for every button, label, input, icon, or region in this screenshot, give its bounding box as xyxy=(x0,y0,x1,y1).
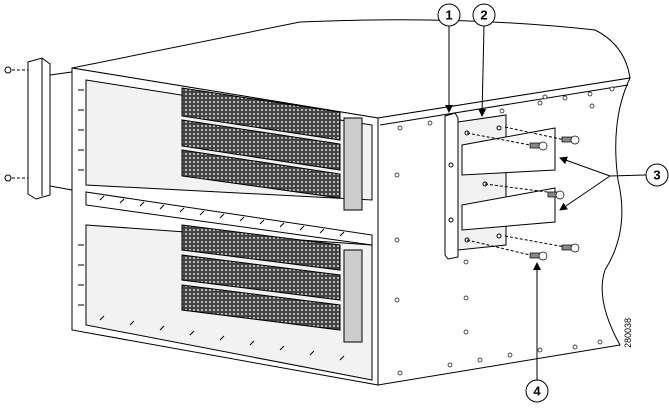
callout-label: 4 xyxy=(533,384,541,399)
callout-4: 4 xyxy=(526,380,548,402)
callout-3: 3 xyxy=(646,164,668,186)
callout-label: 1 xyxy=(445,8,452,23)
figure-number: 280038 xyxy=(623,318,633,348)
callout-label: 3 xyxy=(653,168,660,183)
callout-label: 2 xyxy=(480,8,487,23)
callout-1: 1 xyxy=(438,4,460,26)
callout-2: 2 xyxy=(473,4,495,26)
left-rack-ear xyxy=(5,58,72,199)
